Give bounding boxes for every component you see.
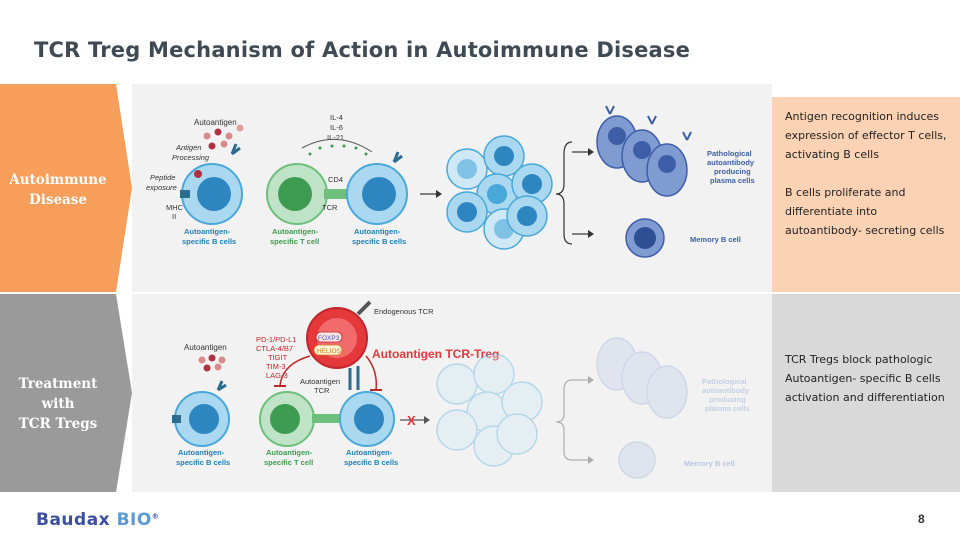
b-cell-1	[172, 380, 230, 447]
cytokine-text: IL-6	[330, 123, 343, 132]
checkpoint-text: PD-1/PD-L1	[256, 335, 296, 344]
t-cell-label: specific T cell	[270, 237, 319, 246]
mhc-text: MHC	[166, 203, 184, 212]
inhibition-line	[365, 355, 378, 391]
cytokine-arc	[301, 138, 373, 153]
cytokine-text: IL-4	[330, 113, 343, 122]
antigen-processing-text: Processing	[172, 153, 210, 162]
b-cell-label: Autoantigen-	[346, 448, 393, 457]
peptide-exposure-text: Peptide	[150, 173, 175, 182]
logo-bio-text: BIO	[116, 510, 152, 530]
page-number: 8	[918, 512, 925, 526]
treatment-row: Treatment with TCR Tregs FOXP3 HELIOS En…	[0, 294, 960, 492]
logo-main-text: Baudax	[36, 510, 111, 530]
cd4-text: CD4	[328, 175, 343, 184]
row-label-line: Treatment with	[18, 376, 98, 412]
checkpoint-text: LAG-3	[266, 371, 288, 380]
plasma-cells-label: autoantibody	[702, 386, 750, 395]
tcr-treg-cell	[306, 300, 372, 390]
antigen-processing-text: Antigen	[175, 143, 201, 152]
treatment-label-chevron	[0, 294, 132, 492]
plasma-cells	[596, 105, 692, 197]
b-cell-label: Autoantigen-	[354, 227, 401, 236]
diagram-panel: FOXP3 HELIOS Endogenous TCR Autoantigen …	[132, 294, 772, 492]
b-cell-label: specific B cells	[344, 458, 398, 467]
t-cell	[259, 391, 340, 447]
autoantigen-text: Autoantigen	[184, 343, 227, 352]
plasma-cells-label: Pathological	[702, 377, 747, 386]
b-cell-label: specific B cells	[176, 458, 230, 467]
memory-b-cell-label: Memory B cell	[690, 235, 741, 244]
autoantigen-tcr-text: Autoantigen	[300, 377, 340, 386]
plasma-cells-label: producing	[709, 395, 746, 404]
checkpoint-text: CTLA-4/B7	[256, 344, 293, 353]
b-cell-1	[180, 143, 243, 225]
endogenous-tcr-text: Endogenous TCR	[374, 307, 434, 316]
row-label-line: Autoimmune	[9, 172, 107, 188]
row-label-line: TCR Tregs	[18, 416, 98, 432]
treatment-note: TCR Tregs block pathologic Autoantigen- …	[772, 294, 960, 492]
treatment-diagram: FOXP3 HELIOS Endogenous TCR Autoantigen …	[172, 300, 750, 479]
checkpoint-text: TIM-3	[266, 362, 286, 371]
autoantigen-particles	[203, 124, 244, 150]
inhibition-line	[279, 355, 311, 387]
diagram-panel: Autoantigen Antigen Processing Peptide e…	[132, 84, 772, 292]
plasma-cells-label: Pathological	[707, 149, 752, 158]
autoimmune-disease-label: Autoimmune Disease	[0, 170, 116, 210]
page-title: TCR Treg Mechanism of Action in Autoimmu…	[34, 38, 691, 62]
logo-registered-mark: ®	[151, 512, 160, 521]
t-cell-label: Autoantigen-	[272, 227, 319, 236]
block-mark: X	[407, 413, 416, 428]
note-paragraph: TCR Tregs block pathologic Autoantigen- …	[785, 353, 945, 404]
autoimmune-disease-row: Autoimmune Disease Autoantigen Antigen P…	[0, 84, 960, 292]
t-cell	[266, 163, 348, 225]
faded-proliferating-b-cells	[436, 353, 543, 467]
plasma-cells-label: plasma cells	[710, 176, 755, 185]
faded-branch-brace	[555, 376, 594, 464]
autoantigen-tcr-text: TCR	[314, 386, 330, 395]
cytokine-dots	[308, 144, 368, 156]
row-label-line: Disease	[29, 192, 87, 208]
b-cell-label: Autoantigen-	[184, 227, 231, 236]
t-cell-label: specific T cell	[264, 458, 313, 467]
t-cell-label: Autoantigen-	[266, 448, 313, 457]
company-logo: Baudax BIO®	[36, 510, 159, 530]
b-cell-2	[346, 151, 408, 225]
tcr-text: TCR	[322, 203, 338, 212]
helios-text: HELIOS	[317, 348, 342, 355]
faded-plasma-cells	[596, 337, 688, 419]
autoimmune-label-chevron	[0, 84, 132, 292]
faded-plasma-label: Pathological autoantibody producing plas…	[702, 377, 750, 413]
autoimmune-diagram: Autoantigen Antigen Processing Peptide e…	[146, 105, 755, 258]
memory-b-cell-label: Memory B cell	[684, 459, 735, 468]
b-cell-label: Autoantigen-	[178, 448, 225, 457]
cytokine-text: IL-21	[327, 133, 344, 142]
checkpoint-text: TIGIT	[268, 353, 288, 362]
plasma-cells-label: autoantibody	[707, 158, 755, 167]
foxp3-text: FOXP3	[318, 335, 340, 342]
treatment-label: Treatment with TCR Tregs	[0, 374, 116, 434]
b-cell-label: specific B cells	[182, 237, 236, 246]
branch-brace	[555, 141, 573, 245]
note-paragraph: Antigen recognition induces expression o…	[785, 110, 947, 161]
faded-memory-b-cell	[618, 441, 656, 479]
proliferating-b-cells	[446, 135, 553, 250]
b-cell-label: specific B cells	[352, 237, 406, 246]
autoantigen-particles	[198, 354, 226, 372]
plasma-cells-label: producing	[714, 167, 751, 176]
note-paragraph: B cells proliferate and differentiate in…	[785, 186, 945, 237]
mhc-text: II	[172, 212, 176, 221]
autoantigen-text: Autoantigen	[194, 118, 237, 127]
b-cell-2	[339, 391, 395, 447]
peptide-exposure-text: exposure	[146, 183, 177, 192]
autoimmune-note: Antigen recognition induces expression o…	[772, 97, 960, 292]
plasma-cells-label: plasma cells	[705, 404, 750, 413]
memory-b-cell	[625, 218, 665, 258]
treg-title: Autoantigen TCR-Treg	[372, 347, 499, 361]
